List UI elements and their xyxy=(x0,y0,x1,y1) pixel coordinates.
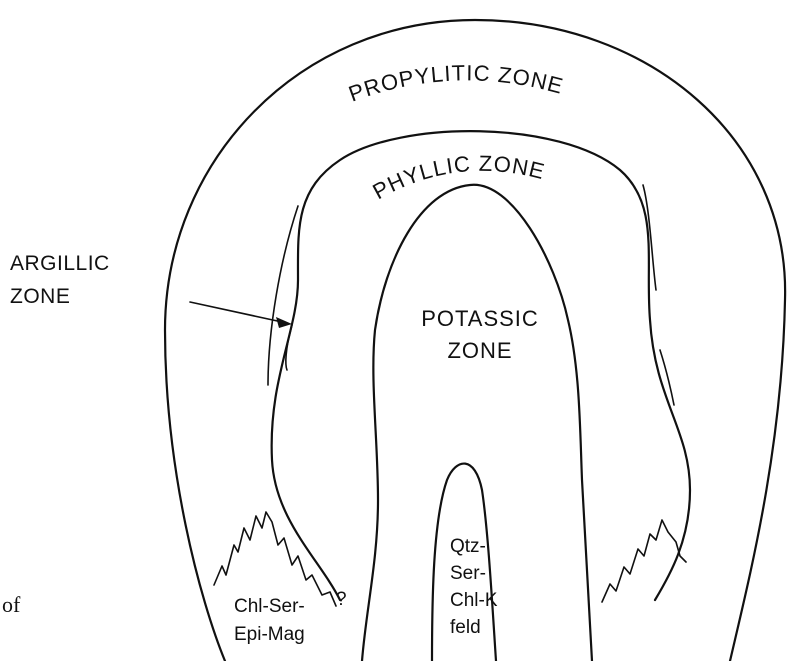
potassic-zone-label-line1: POTASSIC xyxy=(421,306,539,331)
right-jagged-contact xyxy=(602,520,686,602)
core-assemblage-line1: Qtz- xyxy=(450,536,486,557)
argillic-pointer-arrowhead xyxy=(276,317,292,328)
uncertain-contact-mark: ? xyxy=(336,589,347,610)
phyllic-zone-label: PHYLLIC ZONE xyxy=(368,151,547,204)
outer-assemblage-line2: Epi-Mag xyxy=(234,624,305,645)
core-assemblage-line3: Chl-K xyxy=(450,590,498,611)
argillic-zone-label-line1: ARGILLIC xyxy=(10,252,110,275)
page-text-fragment: of xyxy=(2,592,21,617)
argillic-pointer-line xyxy=(190,302,282,322)
argillic-zone-label-line2: ZONE xyxy=(10,285,70,308)
core-assemblage-line4: feld xyxy=(450,617,481,638)
outer-assemblage-line1: Chl-Ser- xyxy=(234,596,305,617)
core-assemblage-line2: Ser- xyxy=(450,563,486,584)
potassic-zone-label-line2: ZONE xyxy=(447,338,512,363)
propylitic-zone-label: PROPYLITIC ZONE xyxy=(345,60,566,106)
left-jagged-contact xyxy=(214,512,336,606)
phyllic-zone-boundary xyxy=(272,131,690,600)
